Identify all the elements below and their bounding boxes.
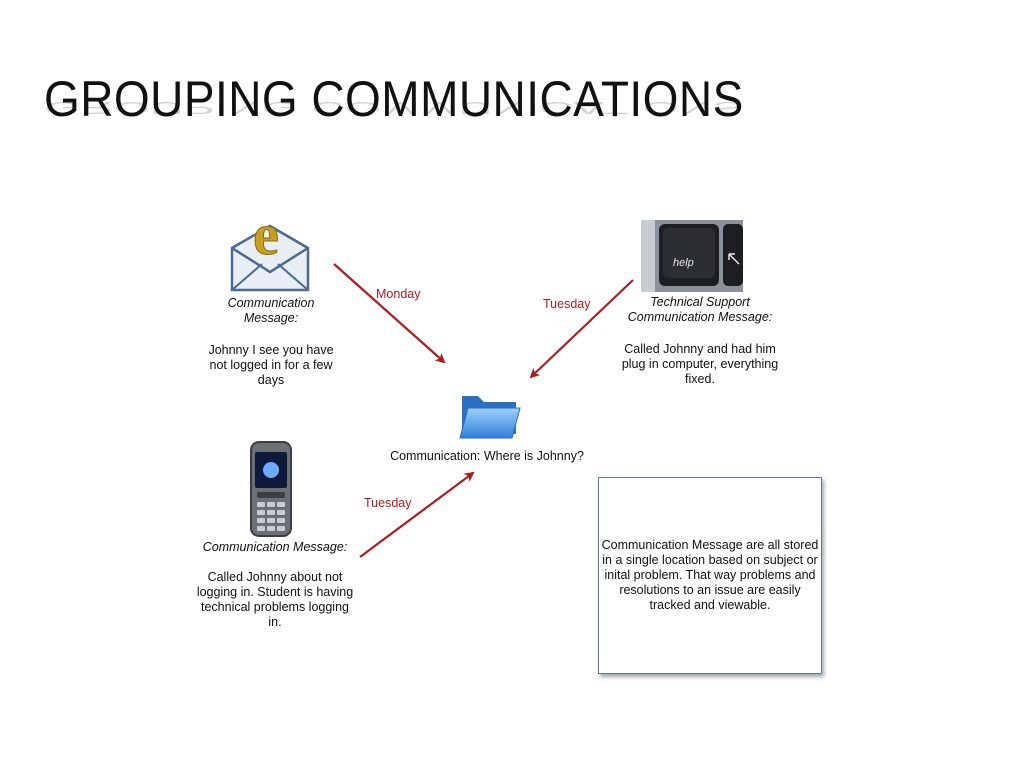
email-message-heading: Communication Message: [227, 296, 315, 325]
arrow-tuesday-phone [359, 471, 475, 558]
email-message-body: Johnny I see you have not logged in for … [208, 343, 334, 387]
folder-icon [459, 396, 521, 439]
support-message-body: Called Johnny and had him plug in comput… [621, 342, 779, 386]
summary-text-box: Communication Message are all stored in … [598, 477, 822, 674]
support-message-heading: Technical Support Communication Message: [627, 295, 773, 324]
mobile-phone-icon [250, 441, 292, 537]
keyboard-help-key-icon: help [641, 220, 743, 292]
email-envelope-icon: e [230, 202, 310, 292]
day-label-tuesday-phone: Tuesday [364, 496, 412, 510]
slide-title: GROUPING COMMUNICATIONS [44, 71, 744, 127]
arrow-tuesday-support [529, 279, 634, 379]
day-label-tuesday-support: Tuesday [543, 297, 591, 311]
center-communication-label: Communication: Where is Johnny? [390, 449, 584, 463]
email-letter: e [253, 202, 279, 267]
day-label-monday: Monday [376, 287, 421, 301]
help-key-label: help [673, 257, 694, 269]
summary-text: Communication Message are all stored in … [601, 538, 819, 612]
phone-message-heading: Communication Message: [202, 540, 348, 554]
arrow-monday [333, 263, 446, 364]
phone-message-body: Called Johnny about not logging in. Stud… [196, 570, 354, 629]
